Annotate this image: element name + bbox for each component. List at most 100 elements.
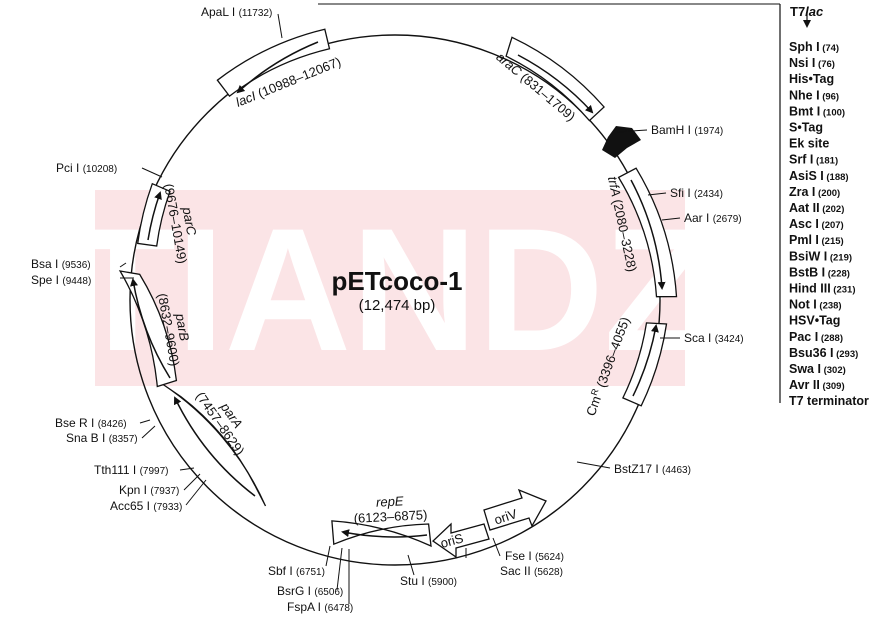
mcs-item-pos: (207) <box>819 220 844 231</box>
mcs-item-name: HSV•Tag <box>789 314 840 328</box>
mcs-item-name: Sph I <box>789 40 820 54</box>
mcs-item-pos: (181) <box>813 156 838 167</box>
mcs-item-name: Swa I <box>789 362 821 376</box>
mcs-item-pos: (202) <box>820 204 845 215</box>
mcs-item-pos: (228) <box>825 268 850 279</box>
mcs-item: Avr II (309) <box>789 378 845 392</box>
oriv-label: oriV <box>492 506 519 528</box>
mcs-item-name: Ek site <box>789 137 829 151</box>
mcs-item-name: Zra I <box>789 185 815 199</box>
mcs-item-name: Hind III <box>789 282 831 296</box>
mcs-item-name: T7 terminator <box>789 394 869 408</box>
mcs-item: Bmt I (100) <box>789 104 845 118</box>
mcs-item-name: Pac I <box>789 330 818 344</box>
site-kpn: Kpn I (7937) <box>119 483 179 497</box>
site-pci: Pci I (10208) <box>56 161 117 175</box>
site-bsa: Bsa I (9536) <box>31 257 91 271</box>
parc-arrow <box>147 191 162 241</box>
bamh-promoter-block <box>602 126 641 158</box>
arac-arrow <box>517 54 594 114</box>
trfa-arrow <box>630 179 666 290</box>
trfa-box <box>617 167 678 298</box>
mcs-item: Pml I (215) <box>789 233 844 247</box>
plasmid-size: (12,474 bp) <box>359 297 436 314</box>
site-bstz17: BstZ17 I (4463) <box>614 462 691 476</box>
mcs-item-pos: (76) <box>815 59 835 70</box>
site-sfi: Sfi I (2434) <box>670 186 723 200</box>
mcs-item-pos: (309) <box>820 381 845 392</box>
laci-arrow <box>236 41 319 94</box>
cmr-arrow <box>632 324 659 397</box>
mcs-item-name: His•Tag <box>789 72 834 86</box>
mcs-item: Not I (238) <box>789 298 842 312</box>
mcs-item-name: BstB I <box>789 265 825 279</box>
mcs-item-name: Avr II <box>789 378 820 392</box>
mcs-item-name: Bsu36 I <box>789 346 833 360</box>
mcs-item: HSV•Tag <box>789 314 840 328</box>
mcs-item-pos: (302) <box>821 365 846 376</box>
oriv-arrow <box>483 488 547 531</box>
site-bamh: BamH I (1974) <box>651 123 723 137</box>
mcs-item: His•Tag <box>789 72 834 86</box>
mcs-item: Aat II (202) <box>789 201 844 215</box>
mcs-item: Pac I (288) <box>789 330 843 344</box>
site-lines <box>119 13 681 604</box>
mcs-item-name: AsiS I <box>789 169 824 183</box>
mcs-item: S•Tag <box>789 121 823 135</box>
site-apal: ApaL I (11732) <box>201 5 272 19</box>
site-acc65: Acc65 I (7933) <box>110 499 182 513</box>
mcs-item-pos: (96) <box>820 91 840 102</box>
site-stu: Stu I (5900) <box>400 574 457 588</box>
mcs-item-name: Srf I <box>789 153 813 167</box>
para-label: parA(7457–8629) <box>193 381 259 458</box>
mcs-item-name: Pml I <box>789 233 819 247</box>
mcs-item-pos: (200) <box>815 188 840 199</box>
mcs-item-pos: (215) <box>819 236 844 247</box>
mcs-item-pos: (288) <box>818 333 843 344</box>
mcs-item: BstB I (228) <box>789 265 850 279</box>
repe-box <box>331 520 432 548</box>
cmr-box <box>622 322 668 407</box>
mcs-item-name: Nsi I <box>789 56 815 70</box>
mcs-item: Swa I (302) <box>789 362 846 376</box>
site-spe: Spe I (9448) <box>31 273 91 287</box>
plasmid-backbone <box>129 34 661 566</box>
mcs-item: Sph I (74) <box>789 40 839 54</box>
mcs-item-pos: (74) <box>820 43 840 54</box>
mcs-item: Bsu36 I (293) <box>789 346 858 360</box>
mcs-item-name: S•Tag <box>789 121 823 135</box>
mcs-item-pos: (219) <box>827 252 852 263</box>
site-sbf: Sbf I (6751) <box>268 564 325 578</box>
mcs-item-name: Bmt I <box>789 104 820 118</box>
plasmid-name: pETcoco-1 <box>332 266 463 296</box>
mcs-item: Zra I (200) <box>789 185 840 199</box>
watermark-band <box>95 190 685 386</box>
site-sca: Sca I (3424) <box>684 331 744 345</box>
site-bsrg: BsrG I (6506) <box>277 584 343 598</box>
mcs-item: Nsi I (76) <box>789 56 835 70</box>
repe-arrow <box>341 529 428 538</box>
site-bser: Bse R I (8426) <box>55 416 127 430</box>
mcs-item-pos: (238) <box>817 301 842 312</box>
mcs-item: Hind III (231) <box>789 282 856 296</box>
site-fspa: FspA I (6478) <box>287 600 353 614</box>
para-box <box>162 383 267 507</box>
para-arrow <box>174 396 256 497</box>
site-snab: Sna B I (8357) <box>66 431 138 445</box>
site-sac2: Sac II (5628) <box>500 564 563 578</box>
mcs-item-pos: (231) <box>831 285 856 296</box>
mcs-item-name: Asc I <box>789 217 819 231</box>
mcs-item: BsiW I (219) <box>789 249 852 263</box>
parb-arrow <box>130 278 171 379</box>
mcs-item-name: Nhe I <box>789 88 820 102</box>
mcs-item: T7 terminator <box>789 394 869 408</box>
mcs-item-name: Not I <box>789 298 817 312</box>
watermark-text: TIANDZ <box>69 193 711 388</box>
mcs-header: T7lac <box>790 4 824 19</box>
mcs-item: Srf I (181) <box>789 153 838 167</box>
mcs-item-pos: (293) <box>833 349 858 360</box>
mcs-item: Asc I (207) <box>789 217 844 231</box>
site-fse: Fse I (5624) <box>505 549 564 563</box>
